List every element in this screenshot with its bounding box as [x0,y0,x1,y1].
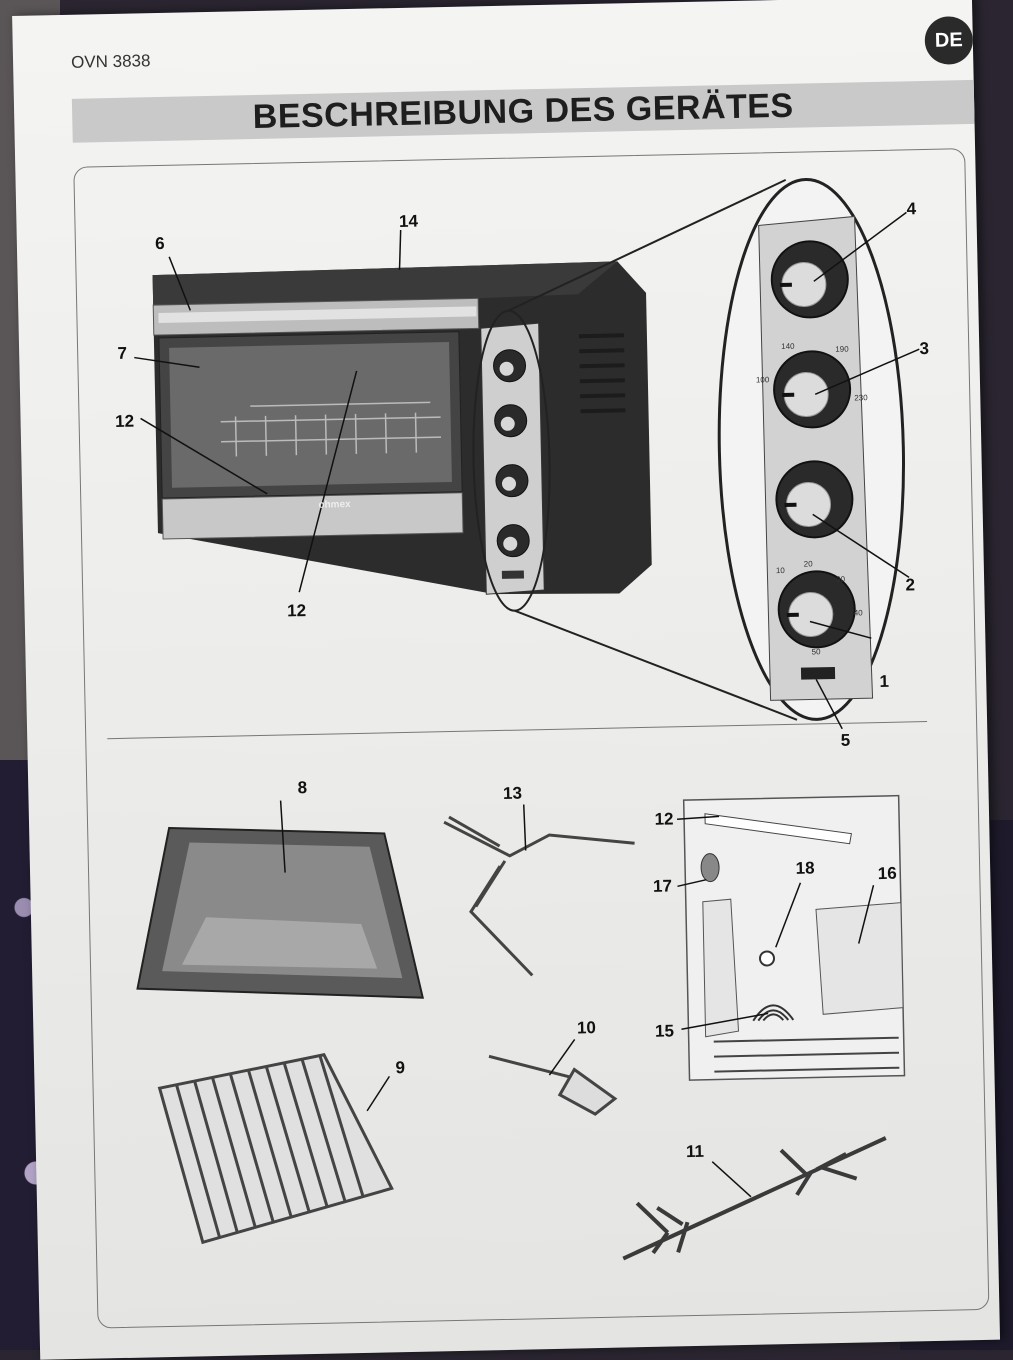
callout-1: 1 [879,672,889,692]
callout-4: 4 [906,199,916,219]
timer-scale-20: 20 [804,559,813,568]
rotisserie-spit-illustration [621,1138,888,1259]
timer-scale-10: 10 [776,566,785,575]
baking-tray-illustration [134,823,423,1004]
temp-scale-190: 190 [835,345,849,354]
oven-interior-illustration [684,796,905,1080]
oven-illustration [152,261,652,618]
callout-11: 11 [686,1142,704,1162]
manual-page: OVN 3838 DE BESCHREIBUNG DES GERÄTES [12,0,1000,1360]
callout-2: 2 [905,575,915,595]
rotisserie-handle-illustration [444,813,637,977]
callout-18: 18 [795,858,814,878]
callout-6: 6 [155,234,165,254]
callout-15: 15 [655,1021,674,1041]
callout-14: 14 [399,212,418,232]
callout-8: 8 [297,778,307,798]
callout-12-top: 12 [115,412,134,432]
callout-17: 17 [653,876,672,896]
callout-7: 7 [117,344,127,364]
callout-16: 16 [878,864,897,884]
callout-5: 5 [841,731,851,751]
control-panel-zoom [714,178,909,722]
callout-13: 13 [503,784,522,804]
rotisserie-fork-illustration [489,1054,615,1117]
illustration-layer [12,0,1000,1360]
callout-12-interior: 12 [654,809,673,829]
callout-10: 10 [577,1018,596,1038]
oven-brand-label: ohmex [318,499,350,511]
temp-scale-230: 230 [854,393,868,402]
temp-scale-140: 140 [781,342,795,351]
callout-12-bottom: 12 [287,601,306,621]
callout-3: 3 [919,339,929,359]
callout-9: 9 [395,1058,405,1078]
timer-scale-40: 40 [854,608,863,617]
grill-rack-illustration [159,1053,393,1243]
timer-scale-30: 30 [836,575,845,584]
timer-scale-50: 50 [812,647,821,656]
temp-scale-100: 100 [756,375,770,384]
